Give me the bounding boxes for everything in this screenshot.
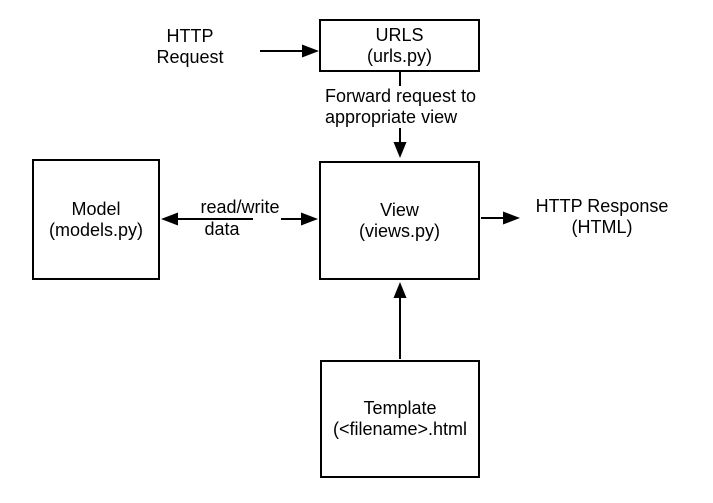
http-response-label: HTTP Response (HTML)	[532, 196, 672, 238]
read-write-label: read/write	[200, 197, 280, 218]
template-box-title: Template	[363, 398, 437, 418]
view-box-title: View	[380, 199, 419, 220]
arrow-view-to-model	[161, 212, 253, 226]
urls-box: URLS (urls.py)	[319, 19, 480, 72]
urls-box-subtitle: (urls.py)	[366, 45, 432, 66]
arrow-template-to-view	[393, 282, 407, 359]
model-box: Model (models.py)	[32, 159, 160, 280]
arrow-view-to-response	[481, 211, 520, 225]
urls-box-title: URLS	[375, 24, 424, 45]
template-box: Template (<filename>.html	[320, 360, 480, 478]
data-label: data	[203, 219, 241, 240]
http-request-line1: HTTP	[166, 26, 214, 46]
template-box-subtitle: (<filename>.html	[332, 419, 468, 439]
arrow-model-to-view	[281, 212, 318, 226]
view-box-subtitle: (views.py)	[358, 220, 440, 241]
arrow-http-request-to-urls	[260, 44, 319, 58]
view-box: View (views.py)	[319, 161, 480, 280]
read-write-line1: read/write	[200, 197, 280, 217]
forward-request-label: Forward request to appropriate view	[325, 86, 479, 128]
read-write-line2: data	[204, 219, 240, 239]
model-box-subtitle: (models.py)	[48, 219, 144, 240]
forward-request-line1: Forward request to	[325, 86, 477, 106]
http-response-line2: (HTML)	[571, 217, 633, 237]
model-box-title: Model	[71, 198, 121, 219]
http-response-line1: HTTP Response	[535, 196, 669, 216]
http-request-line2: Request	[156, 47, 224, 67]
http-request-label: HTTP Request	[140, 26, 240, 68]
forward-request-line2: appropriate view	[325, 107, 458, 127]
